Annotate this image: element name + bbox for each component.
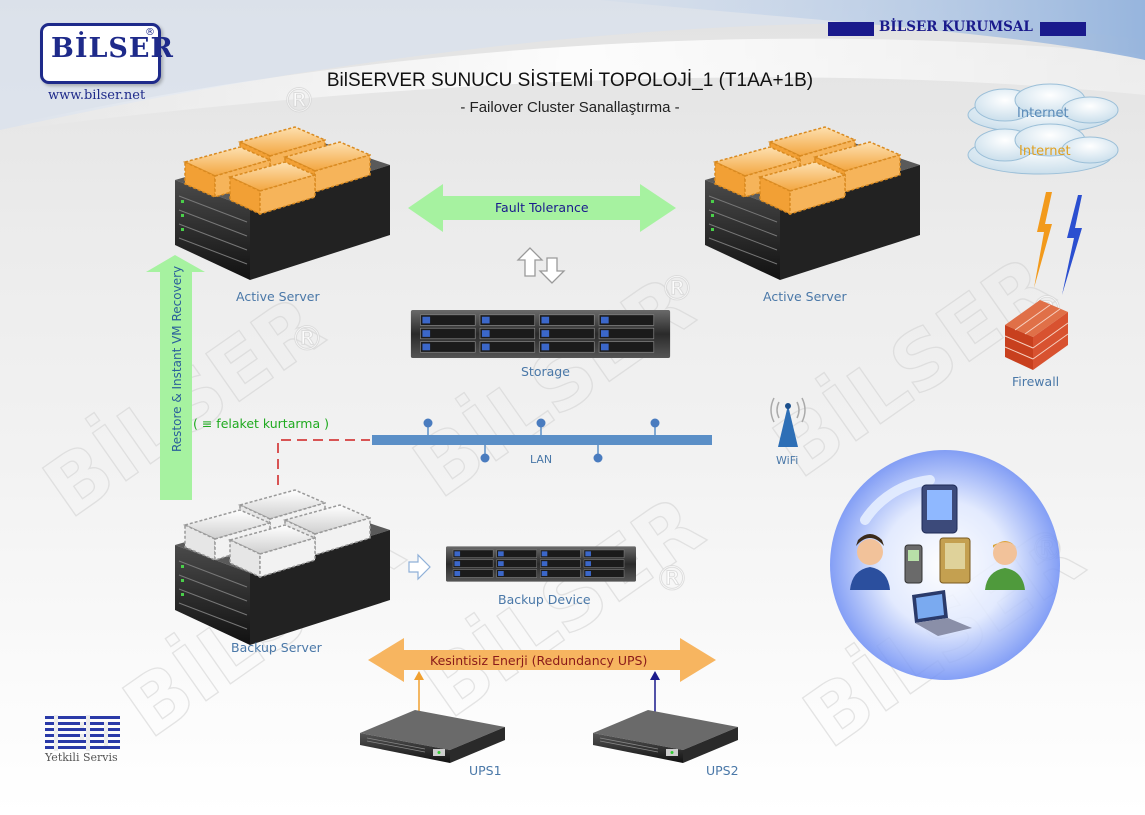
lan-label: LAN [530, 453, 553, 466]
lightning-blue-icon [1062, 195, 1082, 295]
banner-bar-left [828, 22, 874, 36]
ibm-caption: Yetkili Servis [45, 751, 118, 764]
user-right-icon [985, 541, 1025, 590]
storage-label: Storage [521, 364, 570, 379]
restore-arrow [146, 255, 205, 500]
ups-feed-lines [414, 671, 660, 712]
banner-bar-right [1040, 22, 1086, 36]
ups2-label: UPS2 [706, 763, 739, 778]
cellphone-icon [904, 544, 923, 584]
user-left-icon [850, 534, 890, 590]
internet-1-label: Internet [1017, 106, 1069, 121]
wifi-icon[interactable] [770, 397, 806, 447]
lan-bus [372, 418, 712, 463]
ups2-icon[interactable] [592, 709, 738, 764]
active-server-right-icon[interactable] [704, 126, 921, 280]
page-title: BilSERVER SUNUCU SİSTEMİ TOPOLOJİ_1 (T1A… [326, 70, 814, 91]
mobile-users-group[interactable] [830, 450, 1060, 680]
active-server-left-icon[interactable] [174, 126, 391, 280]
internet-2-label: Internet [1019, 144, 1071, 159]
logo-registered: ® [145, 27, 155, 38]
backup-server-icon[interactable] [174, 489, 391, 645]
active-server-left-label: Active Server [236, 289, 320, 304]
svg-text:®: ® [282, 81, 316, 121]
disaster-recovery-label: ( ≡ felaket kurtarma ) [193, 416, 329, 431]
backup-device-label: Backup Device [498, 592, 591, 607]
pda-icon [921, 484, 958, 534]
fault-tolerance-label: Fault Tolerance [495, 200, 589, 215]
backup-device-icon[interactable] [446, 546, 636, 582]
ups-arrow-label: Kesintisiz Enerji (Redundancy UPS) [430, 653, 648, 668]
restore-arrow-label: Restore & Instant VM Recovery [170, 265, 184, 452]
sync-arrows-icon [516, 247, 566, 284]
disaster-recovery-link [277, 439, 370, 485]
internet-cloud-1-icon[interactable] [967, 83, 1119, 134]
svg-text:®: ® [655, 559, 689, 599]
svg-text:®: ® [660, 269, 694, 309]
fault-tolerance-arrow [408, 184, 676, 232]
laptop-icon [912, 590, 972, 636]
wifi-label: WiFi [776, 454, 799, 467]
page-subtitle: - Failover Cluster Sanallaştırma - [460, 99, 680, 116]
pda-right-icon [939, 537, 971, 584]
storage-icon[interactable] [410, 310, 671, 358]
backup-flow-arrow [408, 553, 431, 581]
active-server-right-label: Active Server [763, 289, 847, 304]
ups-arrow [368, 638, 716, 682]
bilser-logo[interactable]: BİLSER ® [40, 23, 173, 84]
backup-server-label: Backup Server [231, 640, 322, 655]
internet-cloud-2-icon[interactable] [967, 123, 1119, 175]
logo-text: BİLSER [51, 33, 174, 64]
website-link[interactable]: www.bilser.net [48, 88, 146, 103]
lightning-orange-icon [1034, 192, 1052, 288]
ups1-label: UPS1 [469, 763, 502, 778]
ups1-icon[interactable] [359, 709, 505, 764]
firewall-label: Firewall [1012, 374, 1060, 389]
brand-banner: BİLSER KURUMSAL [879, 19, 1033, 35]
svg-text:®: ® [290, 319, 324, 359]
firewall-icon[interactable] [1004, 300, 1069, 370]
